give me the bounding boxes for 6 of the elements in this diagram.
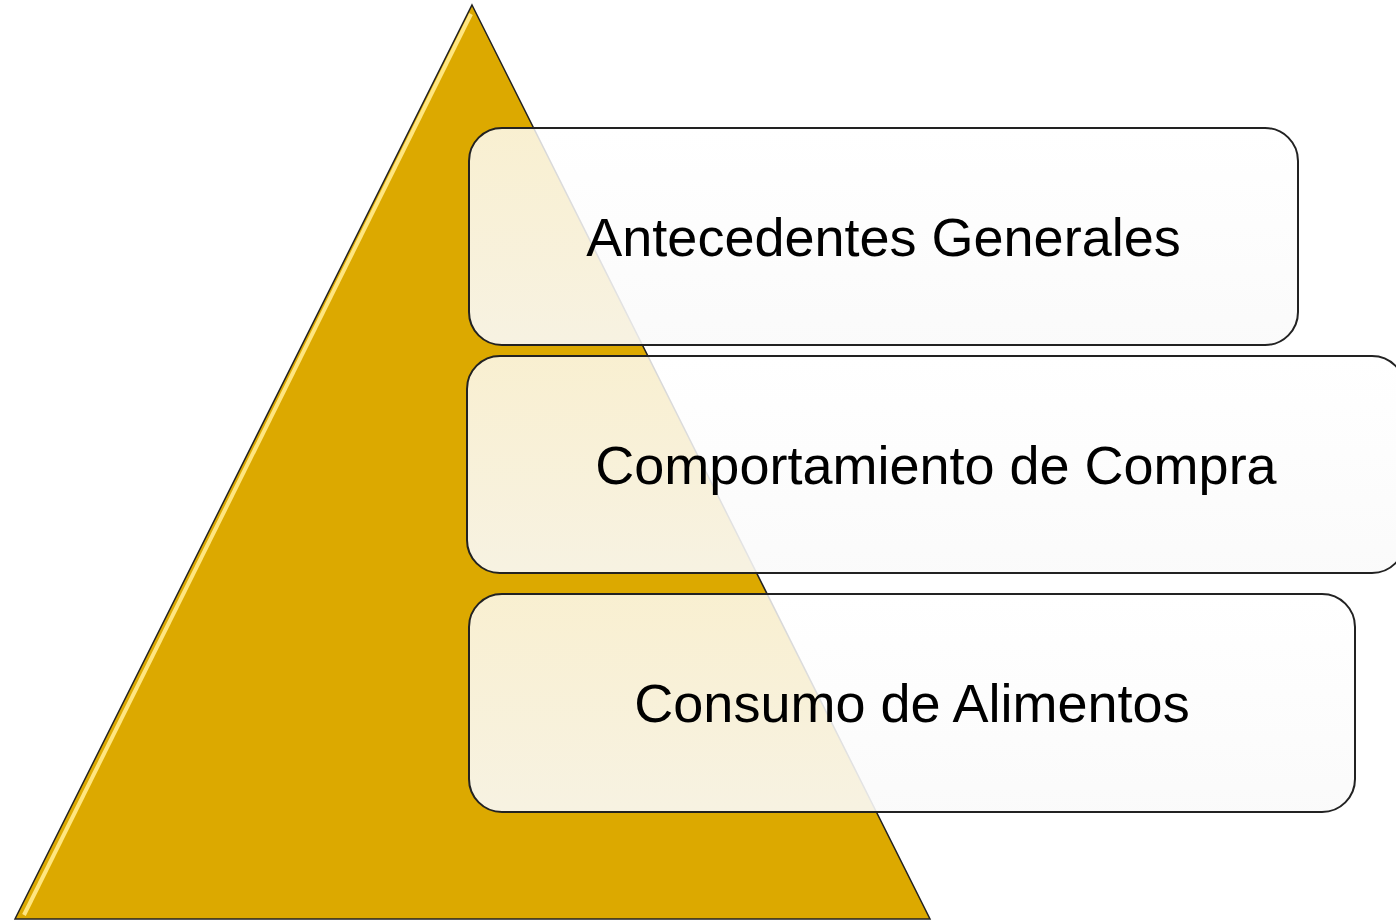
level-label: Antecedentes Generales: [586, 205, 1181, 268]
level-label: Consumo de Alimentos: [634, 672, 1190, 734]
level-label: Comportamiento de Compra: [595, 433, 1277, 496]
level-box: [466, 355, 1396, 574]
level-box: [468, 593, 1356, 813]
level-box: [468, 127, 1299, 346]
